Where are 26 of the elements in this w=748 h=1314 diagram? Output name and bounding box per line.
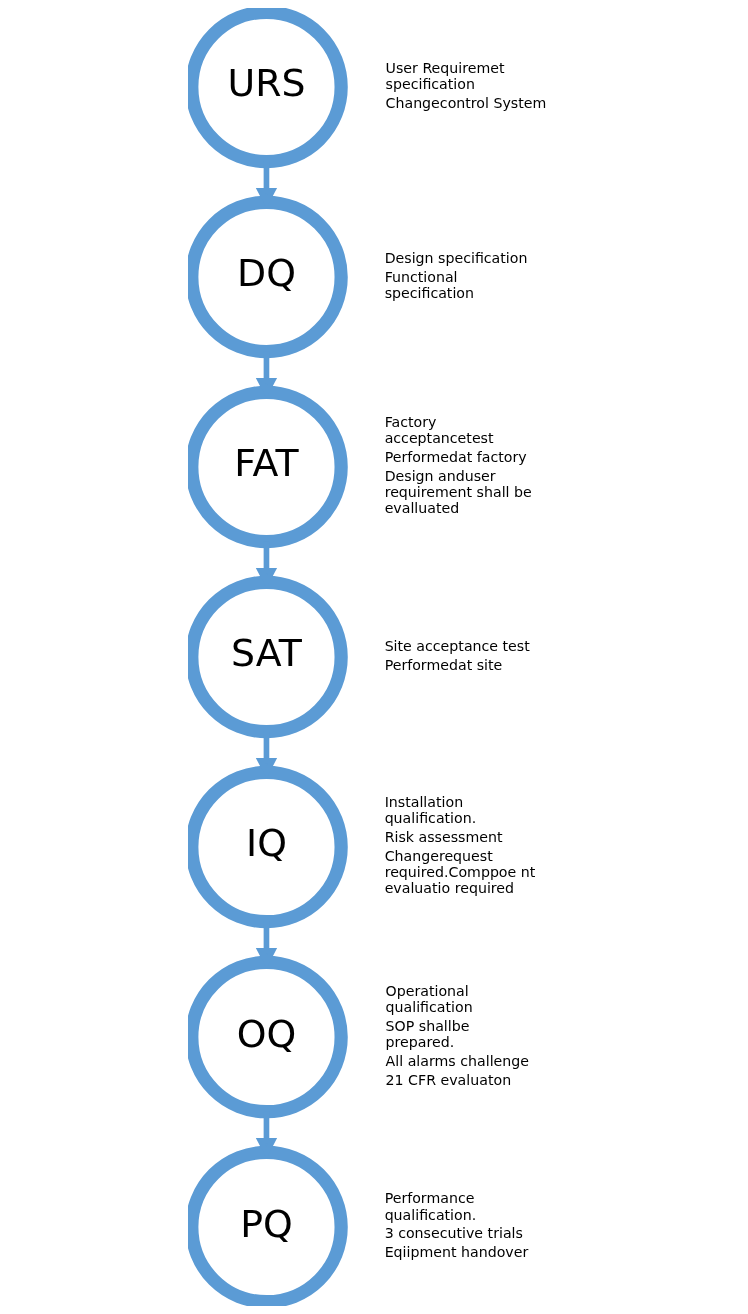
node-label: 3 consecutive trials [384, 1225, 523, 1242]
node-label: SOP shallbe prepared. [385, 1018, 470, 1051]
node-label: Functional specification [384, 268, 475, 301]
node-label: Design anduser requirement shall be evalluated [384, 468, 532, 517]
node-circle: IQ [188, 765, 348, 929]
node-circle: DQ [188, 195, 348, 359]
node-label: Eqiipment handover [384, 1244, 529, 1261]
node-circle: PQ [188, 1145, 348, 1306]
node-label: Risk assessment [384, 829, 503, 846]
node-label: Changecontrol System [385, 94, 547, 111]
node-circle: SAT [188, 575, 348, 739]
node-label: All alarms challenge [385, 1053, 529, 1070]
node-circle: URS [188, 8, 348, 169]
node-label: Site acceptance test [384, 638, 530, 655]
node-label: Factory acceptancetest [384, 414, 494, 447]
node-label: Changerequest required.Comppoe nt evaluatio required [384, 848, 536, 897]
node-label: Performance qualification. [384, 1190, 477, 1223]
node-label: Performedat factory [384, 449, 527, 466]
node-circle: OQ [188, 955, 348, 1119]
node-circle: FAT [188, 385, 348, 549]
node-label: Installation qualification. [384, 794, 477, 827]
node-label: 21 CFR evaluaton [385, 1072, 512, 1089]
node-label: Operational qualification [385, 983, 473, 1016]
node-label: Performedat site [384, 657, 503, 674]
node-label: Design specification [384, 249, 528, 266]
node-label: User Requiremet specification [385, 59, 505, 92]
